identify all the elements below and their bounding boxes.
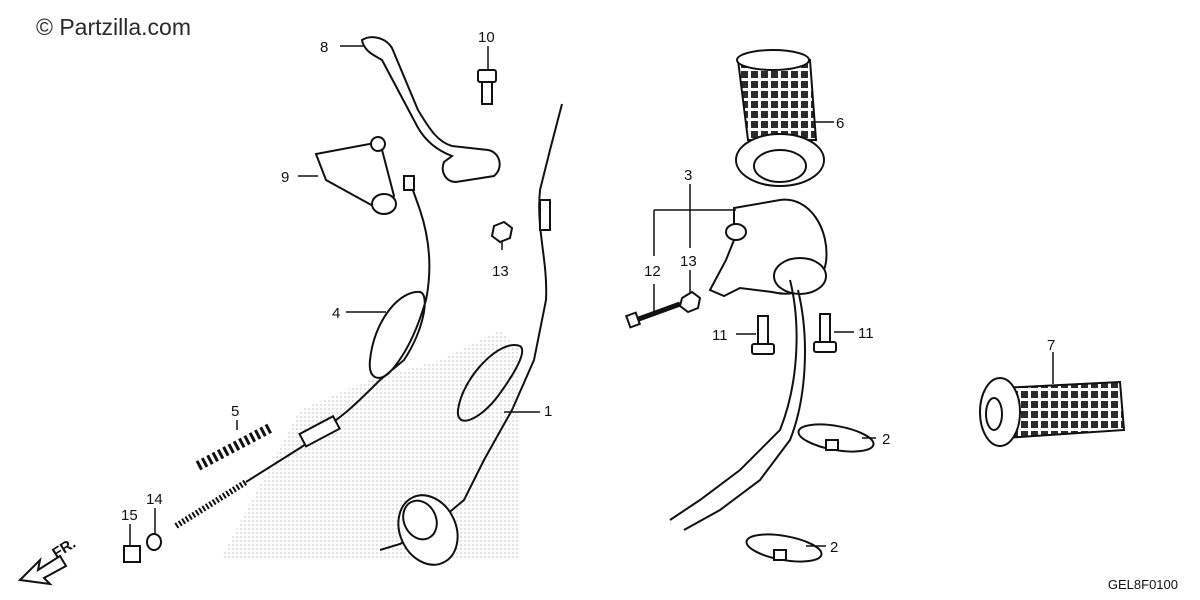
throttle-grip (735, 49, 825, 187)
switch-wiring (669, 279, 806, 531)
brake-lever (360, 36, 501, 184)
callout-4: 4 (332, 305, 340, 322)
cable-band-lower (745, 533, 823, 563)
callout-11-left: 11 (712, 327, 728, 344)
throttle-housing (397, 494, 459, 566)
watermark: © Partzilla.com (36, 14, 191, 40)
diagram-code: GEL8F0100 (1107, 577, 1178, 592)
callout-9: 9 (281, 169, 289, 186)
callout-8: 8 (320, 39, 328, 56)
hex-nut-upper (490, 220, 514, 244)
hex-nut-lower (678, 290, 702, 314)
callout-1: 1 (544, 403, 552, 420)
callout-10: 10 (478, 29, 495, 46)
long-screw (624, 301, 681, 329)
front-direction-arrow (17, 554, 68, 586)
callout-13-lower: 13 (680, 253, 697, 270)
callout-3: 3 (684, 167, 692, 184)
callout-2-upper: 2 (882, 431, 890, 448)
callout-12: 12 (644, 263, 661, 280)
lever-pivot-bolt (477, 69, 497, 105)
small-pin (146, 533, 162, 551)
bolt-right (813, 313, 837, 353)
adjuster-rod (174, 414, 342, 529)
callout-6: 6 (836, 115, 844, 132)
return-spring (195, 423, 273, 471)
brake-cable (319, 175, 431, 431)
callout-15: 15 (121, 507, 138, 524)
leader-lines (129, 45, 1054, 547)
callout-13-upper: 13 (492, 263, 509, 280)
left-grip (979, 377, 1126, 447)
background-emblem (220, 330, 520, 560)
callout-5: 5 (231, 403, 239, 420)
small-nut (123, 545, 141, 563)
callout-7: 7 (1047, 337, 1055, 354)
throttle-cable (379, 103, 563, 551)
bolt-left (751, 315, 775, 355)
switch-housing (708, 198, 828, 298)
callout-numbers: 8 10 9 13 4 5 1 6 3 12 13 11 11 2 2 7 14… (121, 29, 1055, 556)
lever-holder (314, 136, 397, 215)
cable-band-upper (797, 423, 875, 453)
callout-2-lower: 2 (830, 539, 838, 556)
callout-11-right: 11 (858, 325, 874, 342)
callout-14: 14 (146, 491, 163, 508)
